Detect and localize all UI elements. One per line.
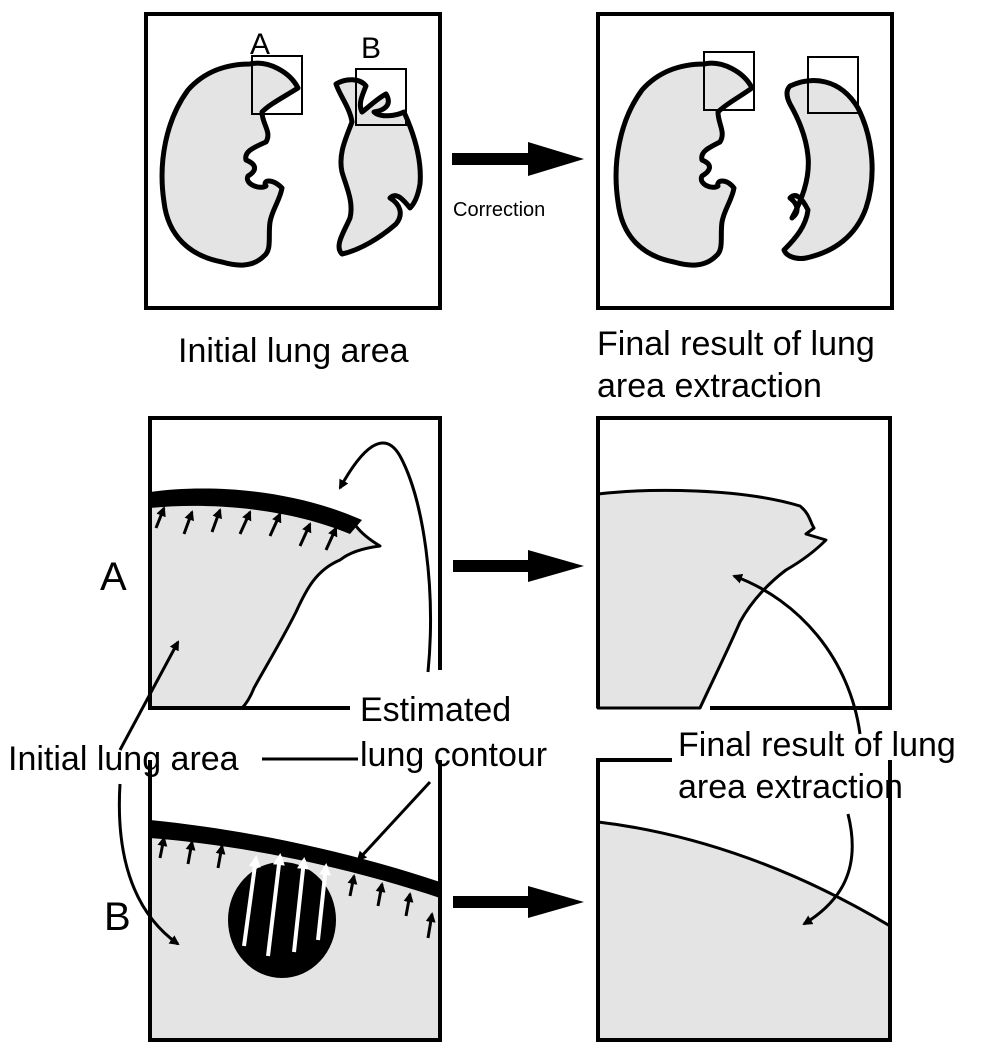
caption-final-line2: area extraction: [597, 367, 822, 405]
correction-label: Correction: [453, 199, 545, 221]
roi-label-b: B: [361, 32, 381, 65]
zoom-a-final-area: [598, 490, 826, 708]
panel-zoom-b-initial: [150, 760, 440, 1040]
curved-arrow-a-top: [340, 443, 430, 672]
panel-zoom-a-final: [598, 418, 890, 708]
correction-arrow: Correction: [452, 142, 584, 221]
label-final-line1: Final result of lung: [678, 726, 956, 764]
panel-initial-lung: A B: [146, 14, 440, 308]
label-estimated-line2: lung contour: [360, 736, 547, 774]
zoom-b-final-area: [598, 822, 890, 1040]
label-final-line2: area extraction: [678, 768, 903, 806]
caption-initial-lung-area: Initial lung area: [178, 332, 409, 370]
arrow-row-a: [453, 550, 584, 582]
row-label-a: A: [100, 555, 127, 599]
pointer-estimated-b: [358, 782, 430, 860]
panel-zoom-a-initial: [150, 418, 440, 708]
label-estimated-line1: Estimated: [360, 691, 511, 729]
row-label-b: B: [104, 895, 131, 939]
roi-label-a: A: [250, 28, 270, 61]
arrow-row-b: [453, 886, 584, 918]
caption-final-line1: Final result of lung: [597, 325, 875, 363]
panel-final-result: [598, 14, 892, 308]
